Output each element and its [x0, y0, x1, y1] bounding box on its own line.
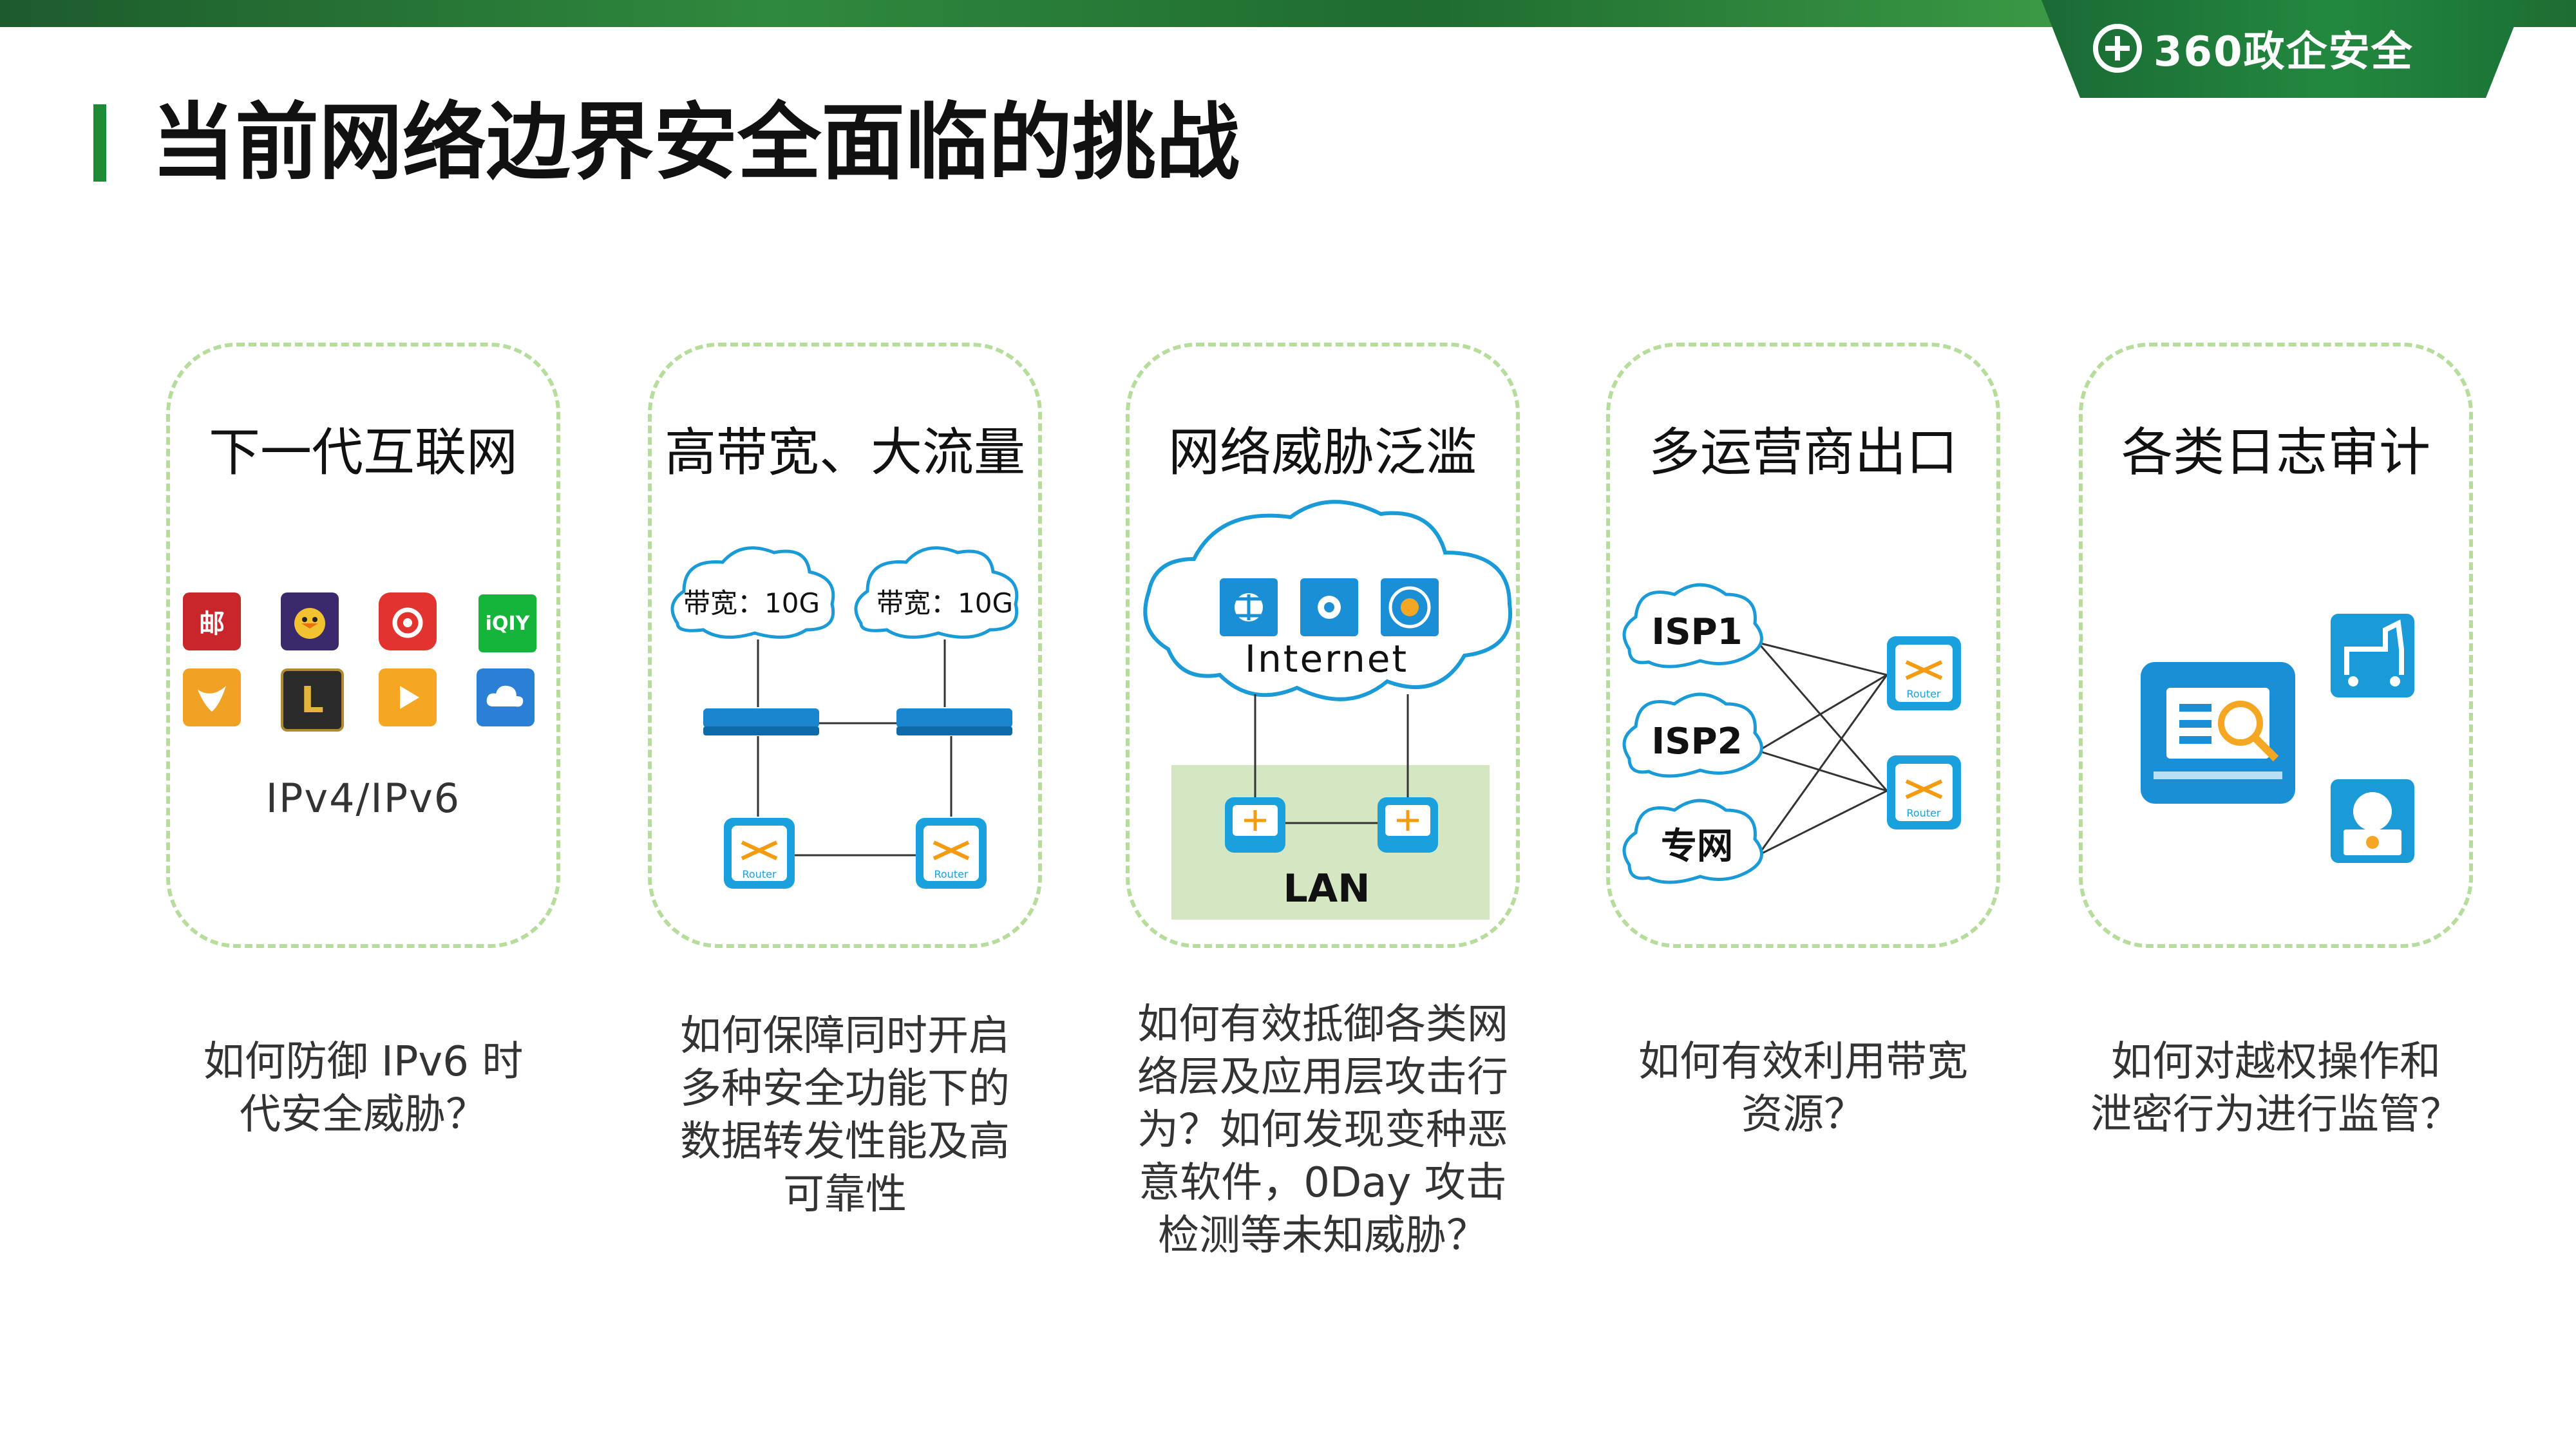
isp-diagram: ISP1 ISP2 专网 Router Router — [1622, 583, 1961, 884]
svg-text:Router: Router — [1906, 688, 1940, 700]
brand-logo: 360政企安全 — [2093, 19, 2414, 77]
bandwidth-label-2: 带宽：10G — [876, 587, 1013, 619]
title-accent-bar — [93, 104, 106, 182]
bandwidth-diagram: 带宽：10G 带宽：10G Router Router — [670, 546, 1019, 889]
firewall-icon — [1378, 797, 1438, 853]
card-log-audit: 各类日志审计 — [2079, 343, 2473, 948]
isp1-cloud-icon — [1622, 583, 1763, 668]
router-icon: Router — [1887, 636, 1961, 710]
svg-text:Router: Router — [934, 868, 968, 880]
logo-text: 360政企安全 — [2154, 28, 2414, 76]
plus-circle-icon — [2093, 24, 2142, 73]
hacker-laptop-icon — [2331, 779, 2414, 863]
cloud-icon — [854, 546, 1019, 639]
league-of-legends-icon: L — [281, 668, 344, 732]
private-network-label: 专网 — [1661, 826, 1733, 867]
log-search-monitor-icon — [2141, 662, 2295, 804]
card-title: 网络威胁泛滥 — [1168, 422, 1477, 482]
card-next-gen-internet: 下一代互联网 邮 iQIY L IPv4/IPv6 — [166, 343, 560, 948]
card-title: 下一代互联网 — [209, 422, 518, 482]
private-network-cloud-icon — [1622, 799, 1763, 884]
router-icon: Router — [916, 818, 987, 889]
internet-label: Internet — [1245, 637, 1408, 681]
netease-music-icon — [379, 592, 437, 650]
card-title: 各类日志审计 — [2121, 422, 2430, 482]
bandwidth-label-1: 带宽：10G — [683, 587, 820, 619]
ip-version-label: IPv4/IPv6 — [265, 775, 461, 822]
isp2-label: ISP2 — [1651, 721, 1742, 762]
card-description: 如何保障同时开启多种安全功能下的数据转发性能及高可靠性 — [680, 1012, 1010, 1218]
card-title: 高带宽、大流量 — [665, 422, 1025, 482]
card-multi-isp: 多运营商出口 ISP1 ISP2 专网 Router Router — [1606, 343, 2000, 948]
lan-label: LAN — [1283, 866, 1370, 911]
cloud-icon — [670, 546, 835, 639]
cloud-app-icon — [477, 668, 535, 726]
audit-diagram — [2141, 614, 2414, 863]
svg-text:Router: Router — [742, 868, 776, 880]
card-high-bandwidth: 高带宽、大流量 带宽：10G 带宽：10G Router Rou — [648, 343, 1042, 948]
iqiyi-icon: iQIY — [477, 592, 538, 654]
card-description: 如何防御 IPv6 时代安全威胁？ — [203, 1038, 524, 1139]
trojan-horse-icon — [2331, 614, 2414, 697]
page-title: 当前网络边界安全面临的挑战 — [151, 93, 1240, 191]
card-description: 如何对越权操作和泄密行为进行监管？ — [2090, 1038, 2461, 1139]
isp2-cloud-icon — [1622, 692, 1763, 778]
bug-icon — [1220, 578, 1278, 636]
firewall-icon — [1225, 797, 1285, 853]
card-title: 多运营商出口 — [1649, 422, 1958, 482]
router-icon: Router — [1887, 755, 1961, 829]
switch-icon — [896, 708, 1012, 735]
card-description: 如何有效抵御各类网络层及应用层攻击行为？如何发现变种恶意软件，0Day 攻击检测… — [1137, 1001, 1508, 1260]
svg-text:Router: Router — [1906, 807, 1940, 819]
switch-icon — [703, 708, 819, 735]
router-icon: Router — [724, 818, 795, 889]
virus-icon — [1300, 578, 1358, 636]
card-description: 如何有效利用带宽资源？ — [1638, 1038, 1968, 1139]
bird-app-icon — [183, 668, 241, 726]
video-player-icon — [379, 668, 437, 726]
hacker-icon — [1381, 578, 1439, 636]
game-bird-icon — [281, 592, 339, 650]
card-network-threats: 网络威胁泛滥 Internet — [1126, 343, 1520, 948]
mail-app-icon: 邮 — [183, 592, 241, 650]
isp1-label: ISP1 — [1651, 611, 1742, 653]
threat-diagram: Internet LAN — [1143, 500, 1513, 920]
